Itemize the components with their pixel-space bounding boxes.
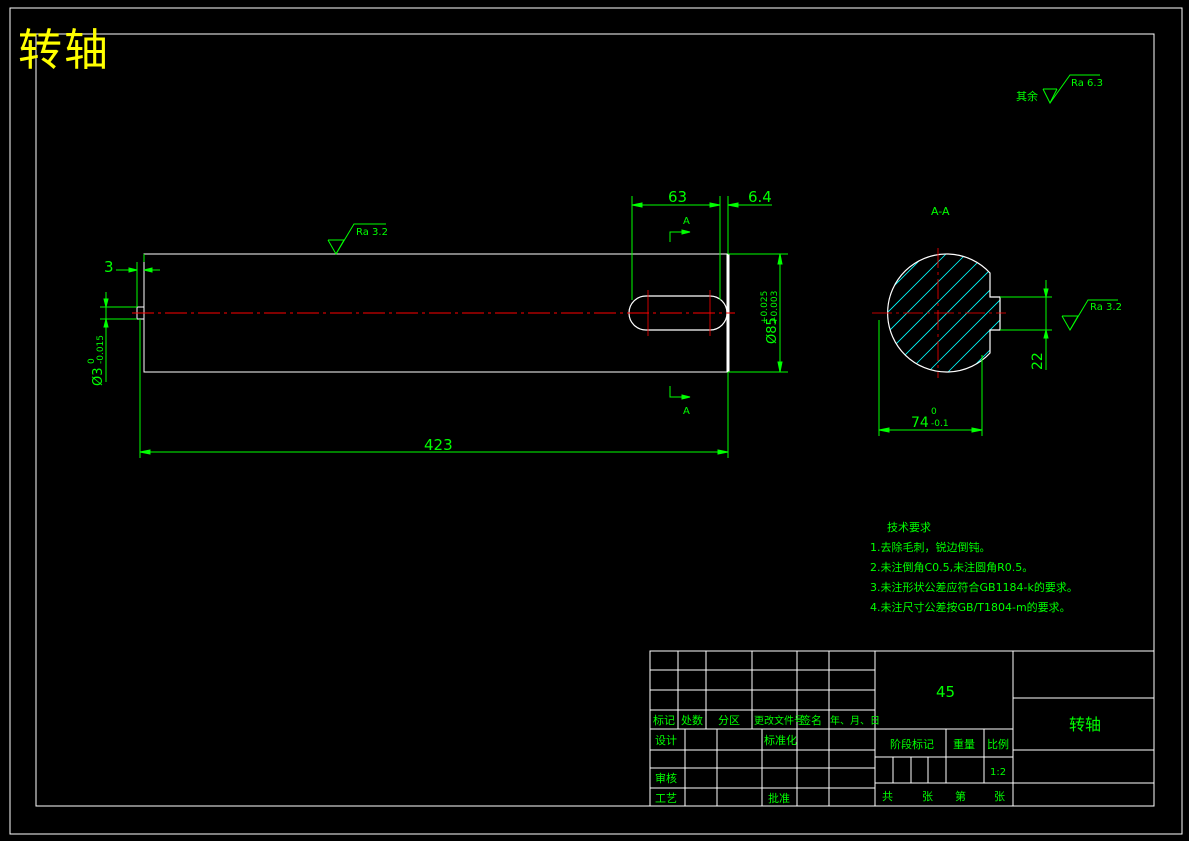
scale-label: 比例 bbox=[987, 737, 1009, 751]
sheet-no-label: 第 bbox=[955, 789, 966, 803]
general-roughness-symbol: 其余 Ra 6.3 bbox=[1016, 74, 1103, 105]
section-outline bbox=[887, 253, 1001, 373]
sheet-label: 张 bbox=[994, 790, 1005, 803]
review-label: 审核 bbox=[655, 771, 677, 785]
tech-heading: 技术要求 bbox=[887, 521, 931, 534]
section-width-value: 74 bbox=[911, 415, 929, 431]
left-step-value: 3 bbox=[104, 258, 114, 276]
small-diameter-tol-up: 0 bbox=[87, 358, 97, 364]
process-label: 工艺 bbox=[655, 792, 677, 805]
tech-item: 3.未注形状公差应符合GB1184-k的要求。 bbox=[870, 581, 1078, 594]
rev-header-count: 处数 bbox=[681, 714, 703, 727]
title-block bbox=[649, 650, 1155, 807]
tech-item: 2.未注倒角C0.5,未注圆角R0.5。 bbox=[870, 561, 1034, 574]
weight-label: 重量 bbox=[953, 737, 975, 751]
part-name: 转轴 bbox=[1069, 715, 1101, 734]
section-width-dimension bbox=[878, 320, 983, 436]
rest-label: 其余 bbox=[1016, 89, 1038, 103]
total-length-value: 423 bbox=[424, 436, 453, 454]
total-length-dimension bbox=[139, 319, 729, 458]
small-diameter-dimension bbox=[100, 292, 137, 382]
approve-label: 批准 bbox=[768, 791, 790, 805]
main-diameter-value: Ø85 bbox=[765, 317, 780, 344]
section-view bbox=[872, 248, 1006, 378]
small-diameter-tol-low: -0.015 bbox=[96, 335, 106, 364]
stage-label: 阶段标记 bbox=[890, 737, 934, 751]
shoulder-value: 6.4 bbox=[748, 188, 772, 206]
key-depth-value: 22 bbox=[1030, 352, 1046, 370]
shaft-main-view bbox=[132, 253, 735, 373]
key-roughness-value: Ra 3.2 bbox=[1090, 302, 1122, 313]
rest-roughness: Ra 6.3 bbox=[1071, 78, 1103, 89]
scale-value: 1:2 bbox=[990, 767, 1006, 778]
section-width-tol-low: -0.1 bbox=[931, 419, 949, 429]
drawing-title: 转轴 bbox=[18, 25, 110, 76]
section-width-tol-up: 0 bbox=[931, 407, 937, 417]
key-roughness-symbol: Ra 3.2 bbox=[1061, 299, 1122, 332]
section-mark-bottom: A bbox=[683, 406, 690, 417]
rev-header-doc: 更改文件号 bbox=[754, 714, 804, 727]
tech-item: 1.去除毛刺，锐边倒钝。 bbox=[870, 541, 991, 554]
total-label: 共 bbox=[882, 790, 893, 803]
section-marker-bottom bbox=[669, 386, 691, 400]
top-roughness-symbol: Ra 3.2 bbox=[327, 223, 388, 256]
section-mark-top: A bbox=[683, 216, 690, 227]
tech-item: 4.未注尺寸公差按GB/T1804-m的要求。 bbox=[870, 601, 1071, 614]
sheets-label: 张 bbox=[922, 790, 933, 803]
small-diameter-value: Ø3 bbox=[91, 367, 106, 386]
keyway-length-dimension bbox=[631, 196, 772, 300]
inner-border bbox=[35, 33, 1155, 807]
rev-header-zone: 分区 bbox=[718, 714, 740, 727]
section-label: A-A bbox=[931, 205, 950, 218]
top-roughness-value: Ra 3.2 bbox=[356, 227, 388, 238]
material-value: 45 bbox=[936, 683, 955, 701]
technical-requirements: 技术要求 1.去除毛刺，锐边倒钝。 2.未注倒角C0.5,未注圆角R0.5。 3… bbox=[870, 518, 1078, 618]
outer-border bbox=[9, 7, 1183, 835]
design-label: 设计 bbox=[655, 734, 677, 747]
standard-label: 标准化 bbox=[764, 733, 797, 747]
keyway-length-value: 63 bbox=[668, 188, 687, 206]
section-marker-top bbox=[669, 229, 691, 242]
rev-header-sign: 签名 bbox=[800, 713, 822, 727]
left-step-dimension bbox=[116, 254, 160, 307]
rev-header-mark: 标记 bbox=[653, 713, 675, 727]
main-diameter-dimension bbox=[728, 253, 788, 373]
rev-header-date: 年、月、日 bbox=[830, 714, 880, 727]
main-diameter-tol-low: +0.003 bbox=[770, 291, 780, 324]
key-depth-dimension bbox=[1000, 280, 1052, 370]
main-diameter-tol-up: +0.025 bbox=[760, 291, 770, 324]
